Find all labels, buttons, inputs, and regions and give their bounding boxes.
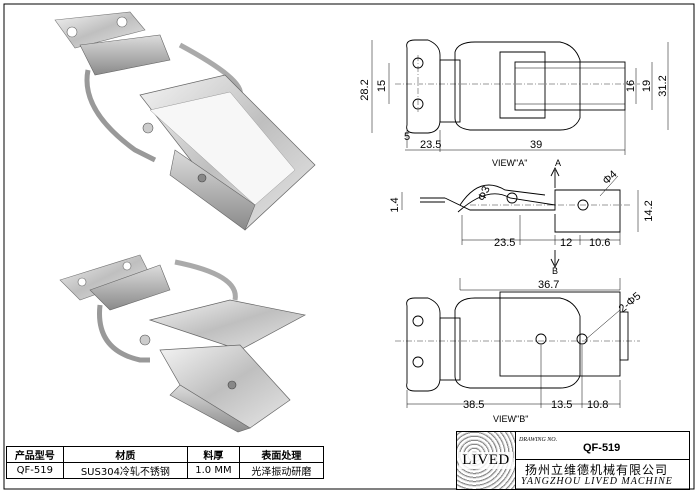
dim-phi4: Φ4 — [600, 168, 619, 187]
header-material: 材质 — [62, 446, 189, 463]
value-finish: 光泽振动研磨 — [238, 462, 325, 479]
value-material: SUS304冷轧不锈钢 — [62, 462, 189, 479]
spec-header-row: 产品型号 材质 料厚 表面处理 — [6, 446, 325, 463]
title-divider — [515, 459, 689, 460]
value-model: QF-519 — [6, 462, 64, 479]
dim-39: 39 — [530, 139, 542, 151]
dim-15: 15 — [376, 80, 388, 92]
dim-23-5-top: 23.5 — [420, 139, 441, 151]
header-finish: 表面处理 — [238, 446, 325, 463]
dim-19: 19 — [641, 80, 653, 92]
dim-14-2: 14.2 — [643, 200, 655, 221]
company-name-cn: 扬州立维德机械有限公司 — [525, 463, 669, 477]
dim-36-7: 36.7 — [538, 279, 559, 291]
dim-13-5: 13.5 — [551, 399, 572, 411]
view-b-drawing — [395, 278, 640, 408]
latch-render-open — [59, 254, 307, 433]
title-block: LIVED DRAWING NO. QF-519 扬州立维德机械有限公司 YAN… — [456, 431, 690, 490]
company-logo: LIVED — [457, 432, 516, 489]
view-a-label: VIEW"A" — [492, 158, 527, 168]
dim-12: 12 — [560, 237, 572, 249]
dim-38-5: 38.5 — [463, 399, 484, 411]
header-model: 产品型号 — [6, 446, 64, 463]
header-thickness: 料厚 — [187, 446, 240, 463]
company-name-en: YANGZHOU LIVED MACHINE — [521, 476, 673, 487]
view-a-drawing — [371, 39, 669, 155]
value-thickness: 1.0 MM — [187, 462, 240, 479]
dim-2phi5: 2-Φ5 — [617, 290, 644, 315]
dim-28-2: 28.2 — [359, 79, 371, 100]
dim-16: 16 — [625, 80, 637, 92]
sheet-border — [3, 3, 695, 490]
dim-10-8: 10.8 — [587, 399, 608, 411]
dim-phi3: Φ3 — [476, 184, 493, 203]
arrow-a-label: A — [555, 158, 561, 168]
dim-31-2: 31.2 — [657, 75, 669, 96]
drawing-no-value: QF-519 — [583, 442, 621, 454]
drawing-no-label: DRAWING NO. — [519, 437, 558, 443]
dim-10-6: 10.6 — [589, 237, 610, 249]
dim-5: 5 — [404, 131, 410, 143]
latch-render-closed — [54, 11, 316, 231]
logo-text: LIVED — [459, 452, 513, 469]
side-view-drawing — [401, 166, 639, 269]
dim-23-5-mid: 23.5 — [494, 237, 515, 249]
arrow-b-label: B — [552, 266, 558, 276]
spec-value-row: QF-519 SUS304冷轧不锈钢 1.0 MM 光泽振动研磨 — [6, 462, 325, 479]
view-b-label: VIEW"B" — [493, 414, 528, 424]
spec-table: 产品型号 材质 料厚 表面处理 QF-519 SUS304冷轧不锈钢 1.0 M… — [6, 446, 325, 479]
dim-1-4: 1.4 — [389, 197, 401, 212]
